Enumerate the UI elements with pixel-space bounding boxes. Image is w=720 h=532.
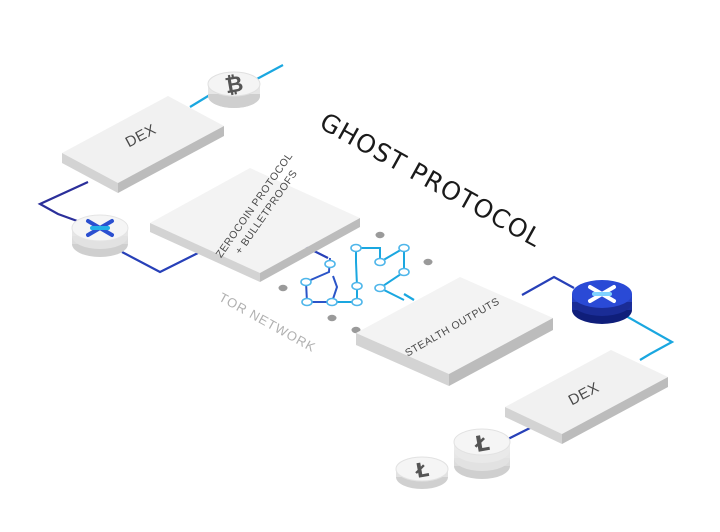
tor-network-graph — [278, 231, 433, 334]
dex-block-bottom: DEX — [505, 350, 668, 444]
litecoin-coin-icon: Ł — [395, 456, 449, 489]
dex-block-top: DEX — [62, 96, 224, 193]
line-ghost-to-zerocoin — [121, 251, 199, 274]
svg-text:Ł: Ł — [472, 431, 491, 458]
litecoin-stack-icon: Ł — [453, 428, 511, 479]
line-dex-to-ghost — [37, 181, 89, 224]
bitcoin-coin-icon: ₿ — [207, 71, 261, 108]
svg-text:₿: ₿ — [223, 72, 245, 100]
stealth-block: STEALTH OUTPUTS — [356, 277, 553, 386]
line-tor-to-stealth — [403, 293, 415, 301]
line-ghost-to-dex — [625, 315, 675, 361]
zerocoin-block: ZEROCOIN PROTOCOL + BULLETPROOFS — [150, 150, 360, 282]
svg-text:Ł: Ł — [413, 457, 431, 483]
ghost-x-coin-icon — [71, 214, 129, 257]
ghost-x-blue-coin-icon — [572, 280, 632, 324]
line-stealth-to-ghost — [521, 275, 575, 296]
